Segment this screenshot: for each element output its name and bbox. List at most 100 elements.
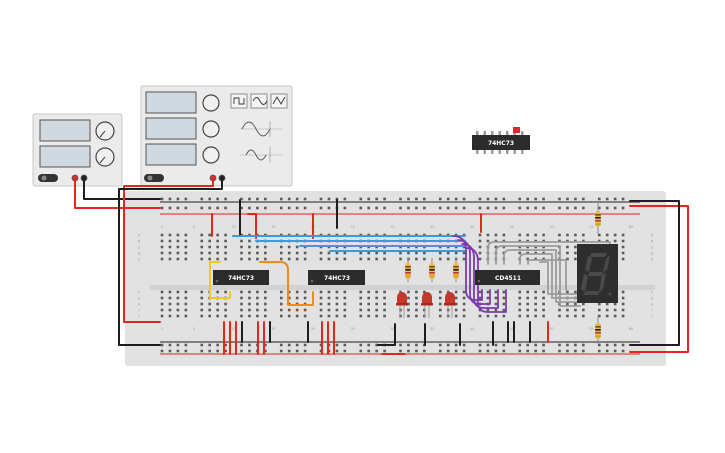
led[interactable]	[396, 292, 408, 318]
rail-hole[interactable]	[279, 343, 283, 347]
rail-hole[interactable]	[208, 206, 211, 210]
rail-hole[interactable]	[375, 206, 378, 210]
terminal-hole[interactable]	[287, 296, 291, 300]
terminal-hole[interactable]	[343, 314, 347, 318]
terminal-hole[interactable]	[542, 296, 545, 300]
rail-hole[interactable]	[216, 197, 219, 201]
terminal-hole[interactable]	[494, 290, 498, 294]
rail-hole[interactable]	[399, 206, 402, 210]
terminal-hole[interactable]	[621, 239, 625, 243]
rail-hole[interactable]	[621, 343, 625, 347]
ic-74hc73-loose[interactable]: 74HC73	[472, 127, 530, 154]
rail-hole[interactable]	[566, 349, 569, 353]
terminal-hole[interactable]	[335, 314, 339, 318]
terminal-hole[interactable]	[367, 257, 370, 261]
terminal-hole[interactable]	[613, 308, 617, 312]
terminal-hole[interactable]	[454, 308, 458, 312]
terminal-hole[interactable]	[526, 308, 529, 312]
rail-hole[interactable]	[542, 197, 545, 201]
terminal-hole[interactable]	[184, 308, 188, 312]
terminal-hole[interactable]	[216, 308, 219, 312]
terminal-hole[interactable]	[383, 308, 386, 312]
terminal-hole[interactable]	[319, 290, 323, 294]
rail-hole[interactable]	[343, 349, 347, 353]
resistor[interactable]	[405, 202, 601, 344]
terminal-hole[interactable]	[407, 296, 410, 300]
terminal-hole[interactable]	[200, 314, 204, 318]
terminal-hole[interactable]	[613, 314, 617, 318]
rail-hole[interactable]	[176, 206, 180, 210]
terminal-hole[interactable]	[160, 308, 164, 312]
terminal-hole[interactable]	[494, 308, 498, 312]
terminal-hole[interactable]	[200, 302, 204, 306]
rail-hole[interactable]	[407, 343, 410, 347]
resistor[interactable]	[405, 258, 411, 282]
terminal-hole[interactable]	[383, 257, 386, 261]
terminal-hole[interactable]	[343, 296, 347, 300]
terminal-hole[interactable]	[200, 245, 204, 249]
terminal-hole[interactable]	[375, 251, 378, 255]
terminal-hole[interactable]	[454, 290, 458, 294]
terminal-hole[interactable]	[303, 314, 307, 318]
rail-hole[interactable]	[335, 349, 339, 353]
terminal-hole[interactable]	[248, 302, 251, 306]
rail-hole[interactable]	[526, 349, 529, 353]
rail-hole[interactable]	[256, 206, 259, 210]
rail-hole[interactable]	[184, 349, 188, 353]
terminal-hole[interactable]	[574, 251, 577, 255]
terminal-hole[interactable]	[359, 314, 363, 318]
terminal-hole[interactable]	[295, 245, 299, 249]
rail-hole[interactable]	[613, 349, 617, 353]
rail-hole[interactable]	[383, 349, 386, 353]
terminal-hole[interactable]	[486, 290, 490, 294]
terminal-hole[interactable]	[454, 314, 458, 318]
terminal-hole[interactable]	[605, 308, 609, 312]
terminal-hole[interactable]	[327, 251, 331, 255]
rail-hole[interactable]	[248, 349, 251, 353]
rail-hole[interactable]	[327, 197, 331, 201]
terminal-hole[interactable]	[438, 296, 442, 300]
terminal-hole[interactable]	[176, 239, 180, 243]
rail-hole[interactable]	[359, 349, 363, 353]
rail-hole[interactable]	[216, 343, 219, 347]
terminal-hole[interactable]	[264, 290, 267, 294]
terminal-hole[interactable]	[367, 302, 370, 306]
rail-hole[interactable]	[240, 197, 243, 201]
rail-hole[interactable]	[208, 349, 211, 353]
terminal-hole[interactable]	[454, 296, 458, 300]
rail-hole[interactable]	[486, 206, 490, 210]
rail-hole[interactable]	[613, 343, 617, 347]
terminal-hole[interactable]	[518, 245, 522, 249]
terminal-hole[interactable]	[375, 314, 378, 318]
rail-hole[interactable]	[446, 197, 450, 201]
rail-hole[interactable]	[279, 206, 283, 210]
rail-hole[interactable]	[605, 343, 609, 347]
terminal-hole[interactable]	[526, 257, 529, 261]
terminal-hole[interactable]	[502, 302, 506, 306]
rail-hole[interactable]	[375, 343, 378, 347]
rail-hole[interactable]	[168, 349, 172, 353]
terminal-hole[interactable]	[399, 251, 402, 255]
terminal-hole[interactable]	[542, 290, 545, 294]
terminal-hole[interactable]	[303, 257, 307, 261]
terminal-hole[interactable]	[502, 314, 506, 318]
terminal-hole[interactable]	[256, 314, 259, 318]
terminal-hole[interactable]	[605, 233, 609, 237]
terminal-hole[interactable]	[327, 302, 331, 306]
terminal-hole[interactable]	[216, 245, 219, 249]
terminal-hole[interactable]	[256, 296, 259, 300]
terminal-hole[interactable]	[438, 290, 442, 294]
terminal-hole[interactable]	[566, 302, 569, 306]
terminal-hole[interactable]	[534, 239, 537, 243]
terminal-hole[interactable]	[502, 245, 506, 249]
terminal-hole[interactable]	[319, 296, 323, 300]
rail-hole[interactable]	[407, 349, 410, 353]
rail-hole[interactable]	[621, 197, 625, 201]
terminal-hole[interactable]	[200, 290, 204, 294]
terminal-hole[interactable]	[486, 308, 490, 312]
terminal-hole[interactable]	[216, 314, 219, 318]
rail-hole[interactable]	[240, 206, 243, 210]
wires[interactable]	[74, 180, 689, 355]
terminal-hole[interactable]	[621, 314, 625, 318]
